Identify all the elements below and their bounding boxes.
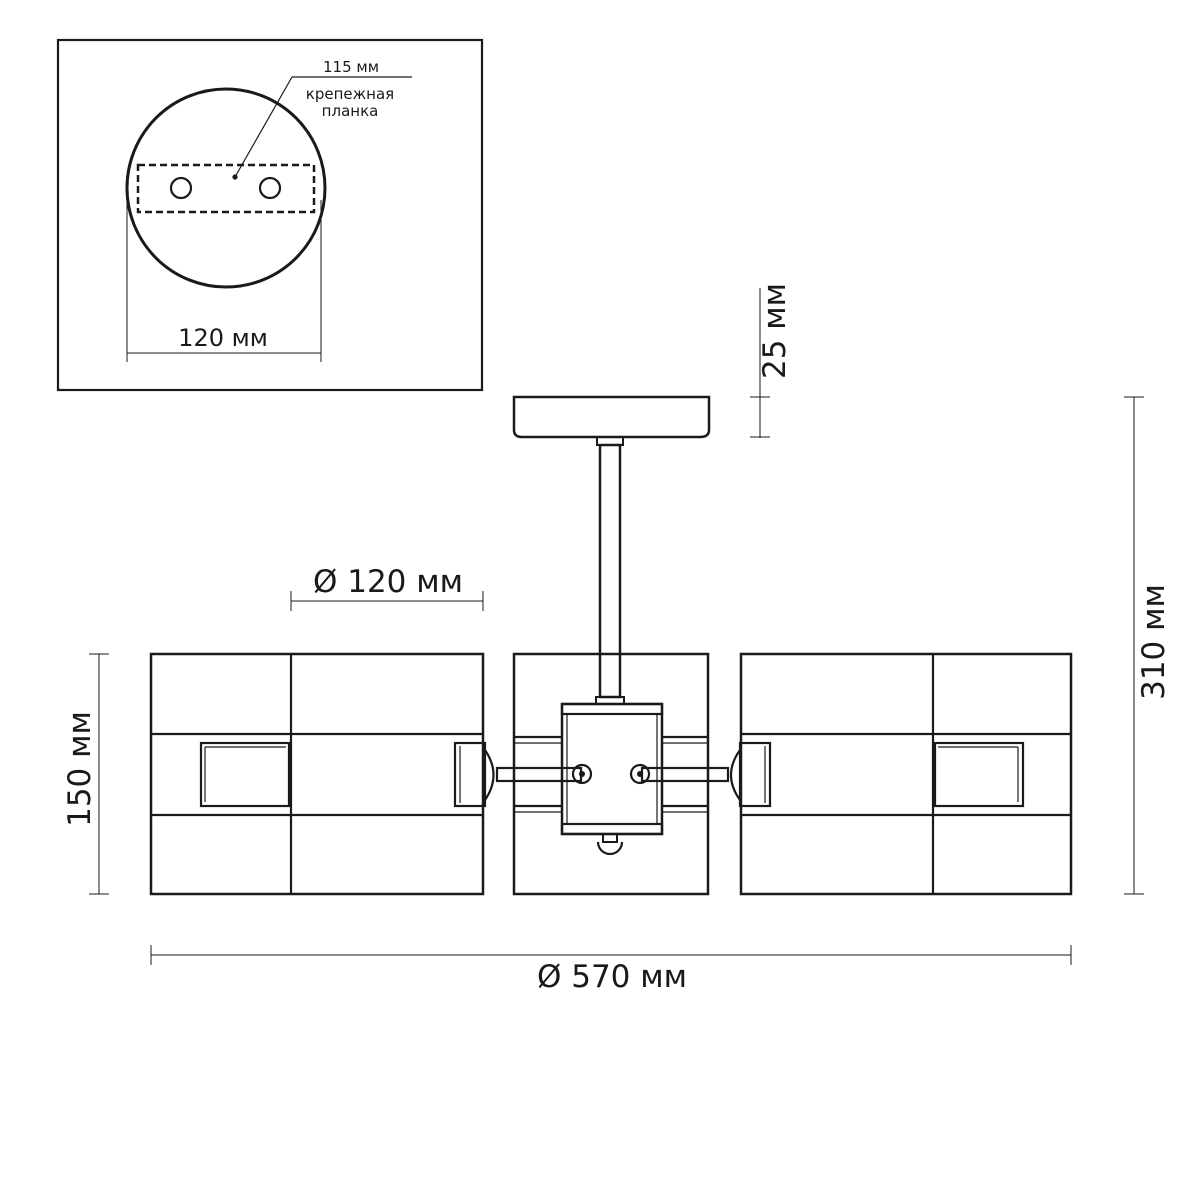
mounting-bar [136, 163, 316, 214]
shade-diameter-label: Ø 120 мм [313, 564, 463, 600]
dimension-canopy-height: 25 мм [750, 283, 793, 438]
screw-hole-right [258, 176, 282, 200]
shade-right-cap [729, 749, 741, 801]
ceiling-canopy [512, 395, 711, 439]
canopy-assembly [512, 395, 711, 699]
hub-top-collar [595, 696, 625, 705]
shade-right-outline [739, 652, 1073, 896]
mounting-inset: 115 мм крепежная планка 120 мм [56, 38, 484, 392]
shade-left-window [199, 741, 291, 808]
leader-line [234, 76, 293, 178]
shade-center-outline [512, 652, 710, 896]
dimension-total-diameter: Ø 570 мм [150, 945, 1072, 995]
hub-finial [596, 841, 624, 856]
shade-left-cap [484, 749, 495, 801]
total-diameter-label: Ø 570 мм [537, 959, 687, 995]
arm-left-joint [571, 763, 593, 785]
arm-right-joint [629, 763, 651, 785]
canopy-height-label: 25 мм [757, 283, 793, 379]
inset-frame [56, 38, 484, 392]
dimension-total-height: 310 мм [1124, 396, 1172, 895]
shade-left-outline [149, 652, 485, 896]
bar-label-line2: планка [322, 102, 379, 120]
dimension-shade-diameter: Ø 120 мм [290, 564, 484, 611]
shade-right-socket [738, 741, 772, 808]
hub-finial-neck [602, 833, 618, 843]
shade-right [729, 652, 1073, 896]
bar-label-line1: крепежная [306, 85, 394, 103]
shade-left [149, 652, 495, 896]
screw-hole-left [169, 176, 193, 200]
center-hub [495, 696, 730, 856]
canopy-diameter-label: 120 мм [178, 324, 268, 352]
canopy-circle [125, 87, 327, 289]
down-rod [598, 443, 622, 699]
shade-height-label: 150 мм [62, 711, 98, 827]
bar-length-label: 115 мм [323, 58, 379, 76]
dimension-shade-height: 150 мм [62, 653, 109, 895]
shade-left-socket [453, 741, 487, 808]
total-height-label: 310 мм [1136, 584, 1172, 700]
shade-right-window [933, 741, 1025, 808]
